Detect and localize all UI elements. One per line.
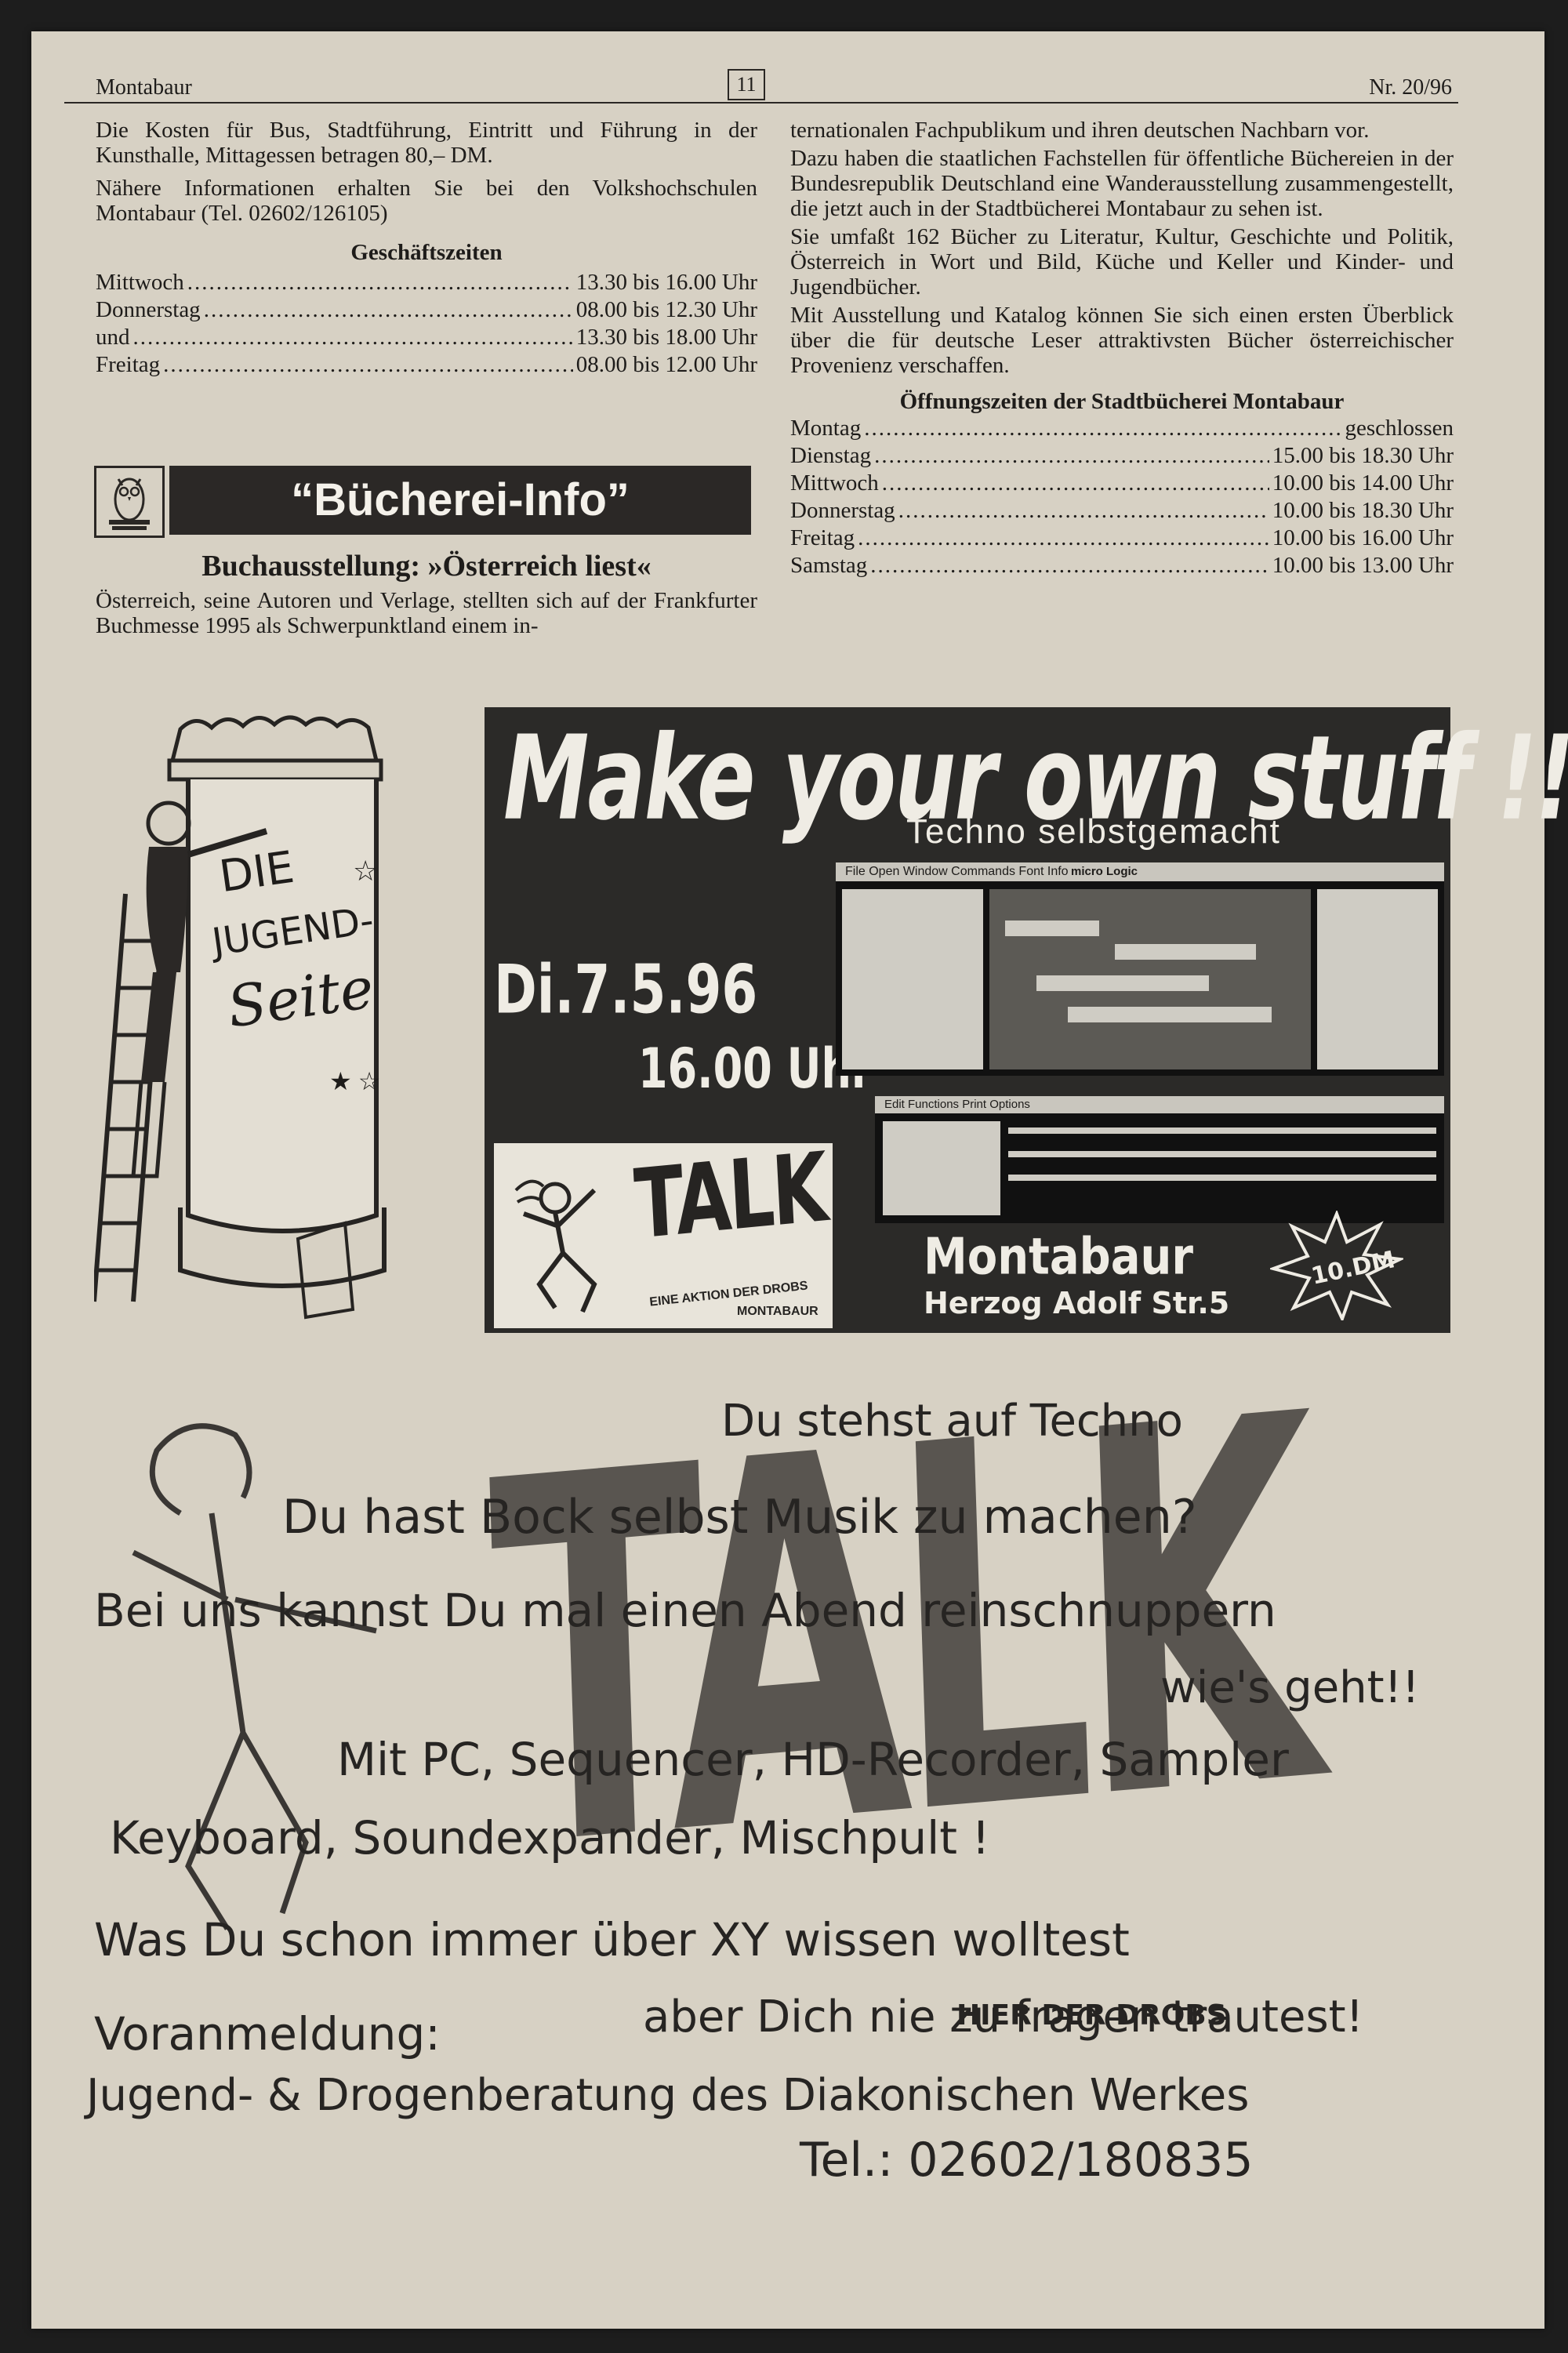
hours-time: 10.00 bis 13.00 Uhr bbox=[1272, 553, 1454, 578]
talk-flyer: TALK Du stehst auf Techno Du hast Bock s… bbox=[47, 1309, 1458, 2195]
left-column: Die Kosten für Bus, Stadtführung, Eintri… bbox=[96, 118, 757, 379]
hours-row: Dienstag 15.00 bis 18.30 Uhr bbox=[790, 442, 1454, 470]
ad-city: Montabaur bbox=[924, 1228, 1193, 1287]
hours-row: Samstag 10.00 bis 13.00 Uhr bbox=[790, 552, 1454, 579]
mixer-panel bbox=[1317, 889, 1438, 1069]
hours-row: Mittwoch 10.00 bis 14.00 Uhr bbox=[790, 470, 1454, 497]
hours-row: Donnerstag 08.00 bis 12.30 Uhr bbox=[96, 296, 757, 324]
registration-label: Voranmeldung: bbox=[94, 2007, 441, 2061]
hours-time: 13.30 bis 18.00 Uhr bbox=[575, 325, 757, 350]
ad-date: Di.7.5.96 bbox=[494, 950, 758, 1029]
event-list bbox=[883, 1121, 1000, 1215]
flyer-line-7: Was Du schon immer über XY wissen wollte… bbox=[94, 1913, 1130, 1966]
registration-phone: Tel.: 02602/180835 bbox=[800, 2133, 1254, 2188]
app-bottom-menu: Edit Functions Print Options bbox=[875, 1096, 1444, 1113]
hours-time: 10.00 bis 14.00 Uhr bbox=[1272, 470, 1454, 496]
owl-logo-box bbox=[94, 466, 165, 538]
drobs-stamp: HIER DER DROBS bbox=[956, 1999, 1227, 2032]
hours-day: Freitag bbox=[96, 352, 161, 377]
registration-organisation: Jugend- & Drogenberatung des Diakonische… bbox=[86, 2070, 1250, 2121]
star-icon: ★ ☆ bbox=[329, 1067, 381, 1095]
hours-day: und bbox=[96, 325, 130, 350]
talk-logo-box: TALK EINE AKTION DER DROBS MONTABAUR bbox=[494, 1131, 833, 1328]
flyer-line-2: Du hast Bock selbst Musik zu machen? bbox=[282, 1490, 1197, 1545]
talk-logo-text: TALK bbox=[632, 1131, 829, 1261]
hours-day: Mittwoch bbox=[790, 470, 879, 496]
article-paragraph-4: Mit Ausstellung und Katalog können Sie s… bbox=[790, 303, 1454, 378]
info-paragraph: Nähere Informationen erhalten Sie bei de… bbox=[96, 176, 757, 226]
stick-figure-background-icon bbox=[132, 1423, 377, 1930]
hours-time: geschlossen bbox=[1345, 416, 1454, 441]
hours-day: Freitag bbox=[790, 525, 855, 550]
hours-day: Dienstag bbox=[790, 443, 872, 468]
hours-time: 13.30 bis 16.00 Uhr bbox=[575, 270, 757, 295]
techno-workshop-ad: Make your own stuff !! Techno selbstgema… bbox=[485, 707, 1568, 1333]
dancing-figure-icon bbox=[514, 1179, 597, 1313]
advertising-pillar-icon bbox=[92, 715, 387, 1320]
hours-row: Montag geschlossen bbox=[790, 415, 1454, 442]
article-continuation: ternationalen Fachpublikum und ihren deu… bbox=[790, 118, 1370, 143]
sequencer-bottom-window: Edit Functions Print Options bbox=[875, 1096, 1444, 1223]
price-burst-icon bbox=[1270, 1211, 1403, 1320]
hours-row: Mittwoch 13.30 bis 16.00 Uhr bbox=[96, 269, 757, 296]
article-paragraph: Österreich, seine Autoren und Verlage, s… bbox=[96, 588, 757, 638]
owl-icon bbox=[109, 477, 150, 530]
article-paragraph-2: Dazu haben die staatlichen Fachstellen f… bbox=[790, 146, 1454, 221]
track-list-panel bbox=[842, 889, 983, 1069]
hours-day: Donnerstag bbox=[790, 498, 895, 523]
arrange-window bbox=[989, 889, 1311, 1069]
star-icon: ☆ bbox=[353, 855, 379, 887]
flyer-line-8: aber Dich nie zu fragen trautest! bbox=[643, 1992, 1364, 2043]
flyer-line-1: Du stehst auf Techno bbox=[721, 1396, 1183, 1447]
business-hours-table: Mittwoch 13.30 bis 16.00 Uhr Donnerstag 08… bbox=[96, 269, 757, 379]
header-town: Montabaur bbox=[96, 75, 192, 100]
hours-time: 15.00 bis 18.30 Uhr bbox=[1272, 443, 1454, 468]
sequencer-screenshot: File Open Window Commands Font Info micr… bbox=[836, 862, 1444, 1076]
hours-row: und 13.30 bis 18.00 Uhr bbox=[96, 324, 757, 351]
library-hours-table: Montag geschlossen Dienstag 15.00 bis 18.3… bbox=[790, 415, 1454, 579]
article-paragraph-3: Sie umfaßt 162 Bücher zu Literatur, Kult… bbox=[790, 224, 1454, 300]
ad-subhead: Techno selbstgemacht bbox=[906, 812, 1281, 851]
flyer-line-5: Mit PC, Sequencer, HD-Recorder, Sampler bbox=[337, 1733, 1289, 1786]
header-rule bbox=[64, 102, 1458, 103]
app-title: micro Logic bbox=[1071, 865, 1138, 878]
hours-day: Montag bbox=[790, 416, 862, 441]
ad-headline: Make your own stuff !! bbox=[503, 710, 1568, 846]
library-hours-title: Öffnungszeiten der Stadtbücherei Montaba… bbox=[899, 389, 1345, 414]
page-number: 11 bbox=[728, 69, 765, 100]
buecherei-info-banner: “Bücherei-Info” bbox=[169, 466, 751, 535]
hours-day: Donnerstag bbox=[96, 297, 201, 322]
flyer-line-3: Bei uns kannst Du mal einen Abend reinsc… bbox=[94, 1584, 1276, 1637]
flyer-line-4: wie's geht!! bbox=[1160, 1662, 1420, 1713]
hours-row: Freitag 10.00 bis 16.00 Uhr bbox=[790, 525, 1454, 552]
hours-row: Donnerstag 10.00 bis 18.30 Uhr bbox=[790, 497, 1454, 525]
hours-time: 08.00 bis 12.30 Uhr bbox=[575, 297, 757, 322]
flyer-line-6: Keyboard, Soundexpander, Mischpult ! bbox=[110, 1811, 990, 1865]
hours-day: Samstag bbox=[790, 553, 868, 578]
hours-day: Mittwoch bbox=[96, 270, 184, 295]
talk-logo-city: MONTABAUR bbox=[737, 1305, 818, 1318]
hours-time: 08.00 bis 12.00 Uhr bbox=[575, 352, 757, 377]
issue-number: Nr. 20/96 bbox=[1369, 75, 1452, 100]
left-article: Buchausstellung: »Österreich liest« Öste… bbox=[96, 549, 757, 638]
cost-paragraph: Die Kosten für Bus, Stadtführung, Eintri… bbox=[96, 118, 757, 168]
ad-street: Herzog Adolf Str.5 bbox=[924, 1286, 1230, 1320]
ad-time: 16.00 Uhr bbox=[638, 1037, 873, 1101]
hours-time: 10.00 bis 16.00 Uhr bbox=[1272, 525, 1454, 550]
business-hours-title: Geschäftszeiten bbox=[350, 240, 503, 265]
right-column: ternationalen Fachpublikum und ihren deu… bbox=[790, 118, 1454, 579]
hours-time: 10.00 bis 18.30 Uhr bbox=[1272, 498, 1454, 523]
app-menu-bar: File Open Window Commands Font Info bbox=[836, 862, 1444, 881]
jugend-die-text: DIE bbox=[216, 841, 298, 903]
article-title: Buchausstellung: »Österreich liest« bbox=[201, 550, 652, 583]
jugend-seite-illustration: DIE JUGEND- Seite ☆ ★ ☆ bbox=[92, 706, 463, 1333]
hours-row: Freitag 08.00 bis 12.00 Uhr bbox=[96, 351, 757, 379]
